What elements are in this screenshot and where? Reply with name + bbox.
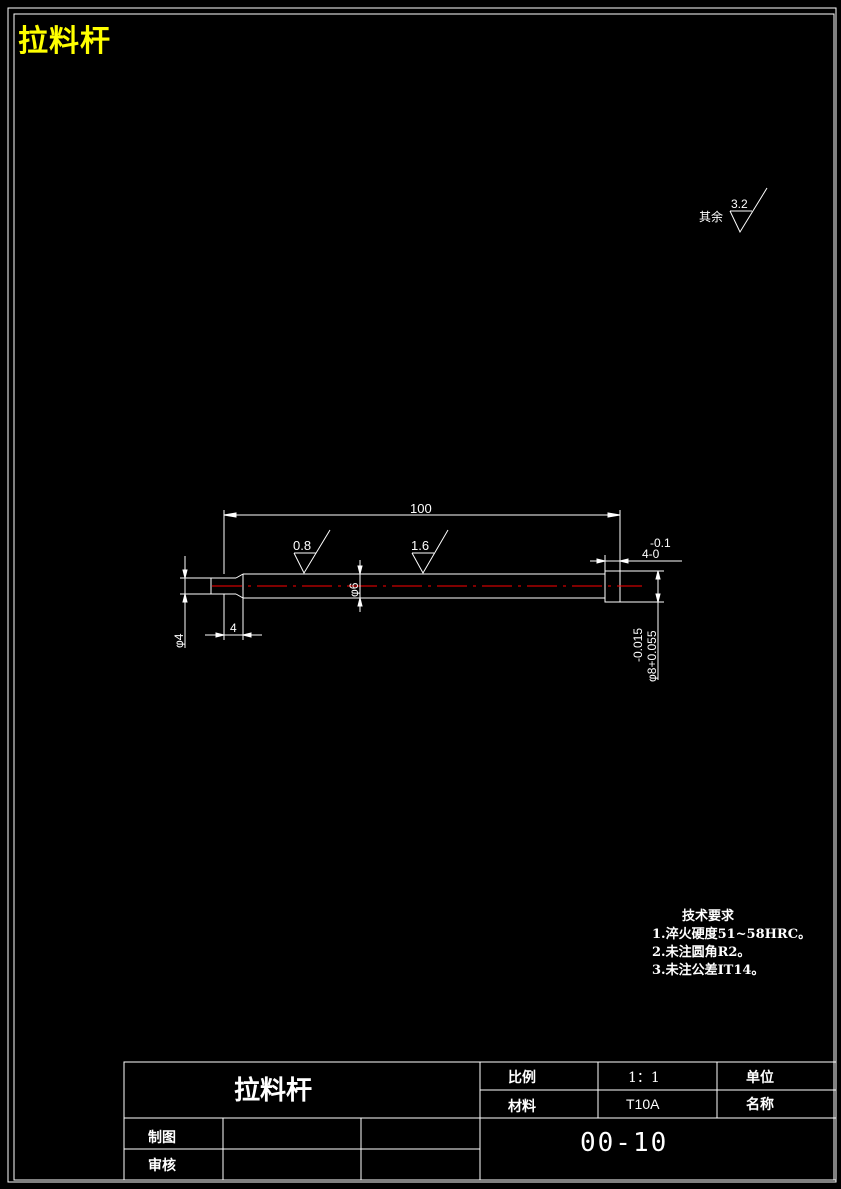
roughness-1-text: 0.8: [293, 538, 311, 553]
title-block-grid: [123, 1061, 837, 1181]
title-block-name: 拉料杆: [234, 1076, 313, 1106]
tech-item: 3.未注公差IT14。: [652, 963, 765, 978]
material-label: 材料: [508, 1099, 536, 1115]
title-label: 名称: [746, 1097, 774, 1113]
dim-head-diameter: [620, 570, 664, 680]
tech-item: 1.淬火硬度51~58HRC。: [652, 927, 812, 942]
tech-heading: 技术要求: [682, 909, 735, 924]
roughness-symbol-1: [293, 529, 331, 575]
drawing-code: 00-10: [580, 1128, 669, 1158]
dim-head-length-text: 4-0: [642, 547, 660, 561]
unit-label: 单位: [746, 1070, 774, 1086]
dim-head-length: [590, 555, 682, 571]
tech-requirements: 技术要求 1.淬火硬度51~58HRC。 2.未注圆角R2。 3.未注公差IT1…: [652, 908, 811, 980]
scale-label: 比例: [508, 1070, 536, 1086]
review-label: 审核: [148, 1158, 176, 1174]
other-roughness-value: 3.2: [731, 197, 748, 211]
dim-head-dia-tol-text: -0.015: [631, 628, 645, 662]
dim-head-dia-text: φ8+0.055: [645, 630, 659, 682]
dim-shaft-diameter: [357, 560, 363, 612]
inner-border: [13, 13, 835, 1181]
dim-pin-length: [205, 594, 262, 640]
dim-overall-length-text: 100: [410, 501, 432, 516]
outer-border: [7, 7, 837, 1183]
tech-item: 2.未注圆角R2。: [652, 945, 751, 960]
dim-head-tol-text: -0.1: [650, 536, 671, 550]
material-value: T10A: [626, 1096, 660, 1112]
roughness-symbol-2: [411, 529, 449, 575]
dim-shaft-diameter-text: φ6: [347, 582, 361, 597]
dim-pin-diameter: [180, 556, 211, 648]
drawn-label: 制图: [148, 1130, 176, 1146]
scale-value: 1：1: [628, 1070, 660, 1086]
dim-pin-diameter-text: φ4: [172, 633, 186, 648]
other-label: 其余: [699, 209, 723, 224]
other-roughness-symbol: [729, 187, 768, 234]
roughness-2-text: 1.6: [411, 538, 429, 553]
sheet-corner-title: 拉料杆: [18, 24, 111, 59]
dim-pin-length-text: 4: [230, 621, 237, 635]
